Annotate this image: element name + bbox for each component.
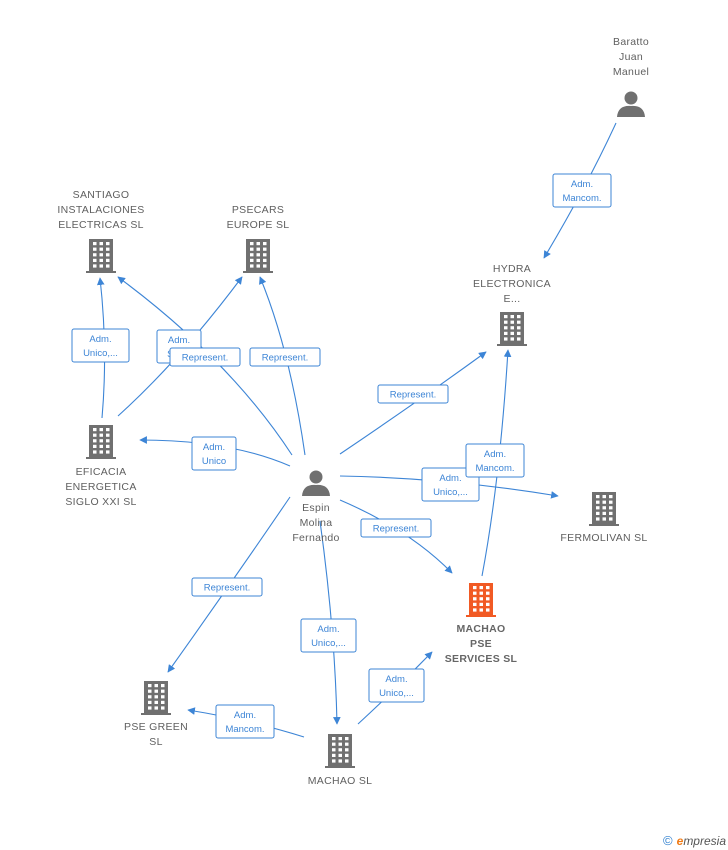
edge-label-e14[interactable]: Adm. Unico,...: [368, 668, 425, 703]
node-label: SANTIAGO: [73, 189, 130, 201]
node-label: Fernando: [292, 532, 339, 544]
edge-label-box: [368, 668, 425, 703]
node-label: Baratto: [613, 36, 649, 48]
edge-label-text: Adm.: [439, 473, 461, 484]
node-label: SERVICES SL: [445, 653, 518, 665]
building-icon: [243, 239, 273, 273]
node-label: ELECTRONICA: [473, 278, 551, 290]
edge-label-e1[interactable]: Adm. Mancom.: [552, 173, 612, 208]
edge-label-e6[interactable]: Adm. Unico: [191, 436, 237, 471]
node-fermolivan[interactable]: FERMOLIVAN SL: [560, 492, 647, 544]
node-label: MACHAO SL: [308, 775, 373, 787]
edge-label-text: Represent.: [373, 524, 419, 535]
node-label: ELECTRICAS SL: [58, 219, 144, 231]
edge-label-text: Unico,...: [83, 348, 118, 359]
node-label: EFICACIA: [76, 466, 127, 478]
copyright-icon: ©: [663, 833, 673, 848]
node-hydra[interactable]: HYDRA ELECTRONICA E...: [473, 263, 551, 346]
edge-label-box: [191, 577, 263, 597]
edge-label-e2[interactable]: Adm. Unico,...: [71, 328, 130, 363]
node-label: FERMOLIVAN SL: [560, 532, 647, 544]
node-label: EUROPE SL: [227, 219, 290, 231]
node-label: Espin: [302, 502, 330, 514]
edge-label-e4[interactable]: Represent.: [169, 347, 241, 367]
node-label: PSECARS: [232, 204, 284, 216]
edge-label-box: [465, 443, 525, 478]
node-label: ENERGETICA: [65, 481, 136, 493]
edge-label-e9[interactable]: Adm. Mancom.: [465, 443, 525, 478]
person-icon: [302, 470, 330, 496]
edge-label-e11[interactable]: Represent.: [191, 577, 263, 597]
building-icon: [86, 425, 116, 459]
edge-label-e13[interactable]: Adm. Mancom.: [215, 704, 275, 739]
edge-label-text: Adm.: [203, 442, 225, 453]
edge-label-box: [169, 347, 241, 367]
edge-label-text: Unico,...: [379, 688, 414, 699]
edge-label-text: Adm.: [484, 449, 506, 460]
edge-label-box: [377, 384, 449, 404]
edge-label-text: Adm.: [385, 674, 407, 685]
building-icon: [86, 239, 116, 273]
edge-label-box: [300, 618, 357, 653]
node-machao[interactable]: MACHAO SL: [308, 734, 373, 787]
node-label: E...: [504, 293, 521, 305]
node-label: Juan: [619, 51, 643, 63]
node-label: Manuel: [613, 66, 649, 78]
building-icon: [141, 681, 171, 715]
edge-label-box: [552, 173, 612, 208]
node-santiago[interactable]: SANTIAGO INSTALACIONES ELECTRICAS SL: [57, 189, 144, 273]
edge-label-e7[interactable]: Represent.: [377, 384, 449, 404]
node-label: SIGLO XXI SL: [65, 496, 136, 508]
node-eficacia[interactable]: EFICACIA ENERGETICA SIGLO XXI SL: [65, 425, 136, 508]
edge-label-text: Adm.: [571, 179, 593, 190]
edge-label-text: Mancom.: [475, 463, 514, 474]
node-label: SL: [149, 736, 162, 748]
edge-label-text: Represent.: [262, 353, 308, 364]
edge-label-text: Adm.: [168, 335, 190, 346]
edge-label-box: [191, 436, 237, 471]
edge-label-box: [215, 704, 275, 739]
building-icon: [497, 312, 527, 346]
edge-label-box: [249, 347, 321, 367]
edge-label-e12[interactable]: Adm. Unico,...: [300, 618, 357, 653]
edge-label-e10[interactable]: Represent.: [360, 518, 432, 538]
building-icon: [466, 583, 496, 617]
building-icon: [589, 492, 619, 526]
node-label: Molina: [300, 517, 333, 529]
edge-label-text: Adm.: [89, 334, 111, 345]
node-label: PSE GREEN: [124, 721, 188, 733]
edge-label-text: Adm.: [234, 710, 256, 721]
building-icon: [325, 734, 355, 768]
edge-label-box: [360, 518, 432, 538]
edges-layer: [96, 122, 617, 738]
person-icon: [617, 91, 645, 117]
node-psecars[interactable]: PSECARS EUROPE SL: [227, 204, 290, 273]
edge-label-text: Represent.: [204, 583, 250, 594]
edge-label-e8[interactable]: Adm. Unico,...: [421, 467, 480, 502]
edge-label-text: Unico,...: [311, 638, 346, 649]
node-label: MACHAO: [456, 623, 505, 635]
edge-labels-layer: Adm.Mancom.Adm.Unico,...Adm.Solid.Repres…: [71, 173, 612, 739]
edge-label-e5[interactable]: Represent.: [249, 347, 321, 367]
edge-label-box: [71, 328, 130, 363]
edge-label-text: Unico: [202, 456, 226, 467]
node-machao_pse[interactable]: MACHAO PSE SERVICES SL: [445, 583, 518, 665]
edge-label-text: Adm.: [317, 624, 339, 635]
edge-label-box: [421, 467, 480, 502]
edge-label-text: Unico,...: [433, 487, 468, 498]
node-label: HYDRA: [493, 263, 531, 275]
edge-label-text: Mancom.: [225, 724, 264, 735]
node-pse_green[interactable]: PSE GREEN SL: [124, 681, 188, 748]
node-label: PSE: [470, 638, 492, 650]
brand-logo: empresia: [676, 833, 726, 848]
watermark: © empresia: [663, 833, 726, 848]
edge-label-text: Represent.: [390, 390, 436, 401]
edge-label-text: Mancom.: [562, 193, 601, 204]
edge-label-text: Represent.: [182, 353, 228, 364]
node-label: INSTALACIONES: [57, 204, 144, 216]
